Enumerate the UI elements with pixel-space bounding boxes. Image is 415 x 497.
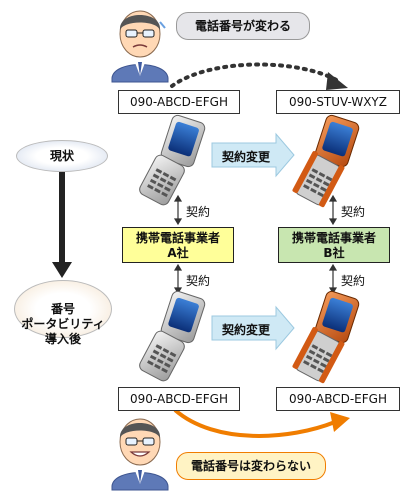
- number-keep-orange-arrow: [173, 408, 336, 438]
- phase-current: 現状: [16, 140, 108, 172]
- orange-phone-icon-top: [292, 114, 360, 208]
- number-box-bottom-left: 090-ABCD-EFGH: [118, 387, 240, 411]
- contract-label-a-top: 契約: [186, 205, 211, 219]
- contract-label-a-bottom: 契約: [186, 274, 211, 288]
- number-box-top-left: 090-ABCD-EFGH: [118, 90, 240, 114]
- contract-label-b-bottom: 契約: [341, 274, 366, 288]
- person-worried-icon: [111, 10, 169, 83]
- contract-change-label-top: 契約変更: [222, 150, 271, 164]
- orange-phone-icon-bottom: [292, 290, 360, 384]
- bubble-number-changes: 電話番号が変わる: [176, 12, 310, 40]
- contract-label-b-top: 契約: [341, 205, 366, 219]
- number-box-bottom-right: 090-ABCD-EFGH: [276, 387, 400, 411]
- person-happy-icon: [111, 418, 169, 491]
- number-change-dotted-arrow: [170, 62, 342, 88]
- carrier-b-box: 携帯電話事業者 B社: [278, 227, 390, 263]
- contract-change-label-bottom: 契約変更: [222, 323, 271, 337]
- number-box-top-right: 090-STUV-WXYZ: [276, 90, 400, 114]
- phase-after-portability: 番号 ポータビリティ 導入後: [14, 280, 112, 346]
- contract-change-arrow-top: [211, 132, 295, 178]
- carrier-a-box: 携帯電話事業者 A社: [122, 227, 234, 263]
- silver-phone-icon-top: [139, 114, 206, 206]
- contract-change-arrow-bottom: [211, 305, 295, 351]
- bubble-number-unchanged: 電話番号は変わらない: [176, 452, 326, 480]
- silver-phone-icon-bottom: [139, 290, 206, 382]
